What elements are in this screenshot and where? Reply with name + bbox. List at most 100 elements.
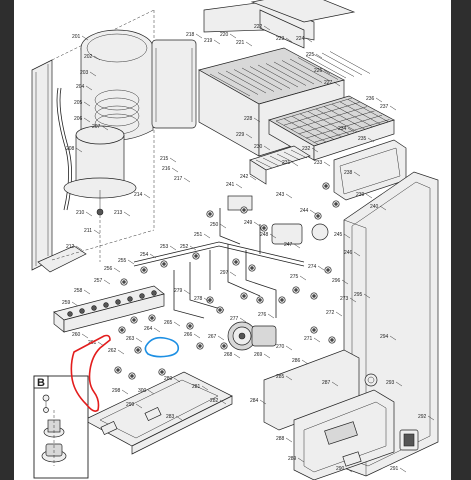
part-label: 237 xyxy=(380,104,389,110)
part-label: 216 xyxy=(162,166,171,172)
part-label: 245 xyxy=(334,232,343,238)
part-label: 205 xyxy=(74,100,83,106)
part-label: 271 xyxy=(304,336,313,342)
part-label: 204 xyxy=(76,84,85,90)
pipework xyxy=(133,195,329,319)
part-label: 236 xyxy=(366,96,375,102)
top-cover xyxy=(151,0,356,129)
part-label: 203 xyxy=(80,70,89,76)
blue-highlight-loop xyxy=(144,336,180,358)
part-label: 259 xyxy=(62,300,71,306)
part-label: 254 xyxy=(140,252,149,258)
storage-cylinder xyxy=(63,125,137,262)
part-label: 282 xyxy=(210,398,219,404)
exchanger-fins xyxy=(209,51,371,97)
part-label: 246 xyxy=(344,250,353,256)
part-label: 264 xyxy=(144,326,153,332)
part-label: 234 xyxy=(338,126,347,132)
part-label: 294 xyxy=(380,334,389,340)
part-label: 247 xyxy=(284,242,293,248)
part-label: 208 xyxy=(66,146,75,152)
part-label: 298 xyxy=(112,388,121,394)
part-label: 252 xyxy=(180,244,189,250)
part-label: 223 xyxy=(276,36,285,42)
part-label: 297 xyxy=(220,270,229,276)
part-label: 230 xyxy=(254,144,263,150)
part-label: 212 xyxy=(66,244,75,250)
part-label: 275 xyxy=(290,274,299,280)
burner xyxy=(268,95,395,161)
part-label: 251 xyxy=(194,232,203,238)
part-label: 225 xyxy=(306,52,315,58)
part-label: 268 xyxy=(224,352,233,358)
part-label: 249 xyxy=(244,220,253,226)
part-label: 266 xyxy=(184,332,193,338)
part-label: 293 xyxy=(386,380,395,386)
part-label: 210 xyxy=(76,210,85,216)
part-label: 290 xyxy=(336,466,345,472)
part-label: 228 xyxy=(244,116,253,122)
part-label: 232 xyxy=(302,146,311,152)
part-label: 279 xyxy=(174,288,183,294)
part-label: 238 xyxy=(344,170,353,176)
part-number-labels: 2012022032042052062072082102112122132142… xyxy=(62,24,427,472)
combustion-chamber-panel xyxy=(333,139,407,201)
circulation-pump xyxy=(227,321,277,351)
leader-lines xyxy=(71,25,435,473)
part-label: 256 xyxy=(104,266,113,272)
part-label: 243 xyxy=(276,192,285,198)
part-label: 278 xyxy=(194,296,203,302)
part-label: 255 xyxy=(118,258,127,264)
part-label: 221 xyxy=(236,40,245,46)
expansion-vessel xyxy=(56,29,154,211)
part-label: 233 xyxy=(314,160,323,166)
part-label: 250 xyxy=(210,222,219,228)
part-label: 213 xyxy=(114,210,123,216)
part-label: 262 xyxy=(108,348,117,354)
part-label: 265 xyxy=(164,320,173,326)
part-label: 286 xyxy=(292,358,301,364)
part-label: 299 xyxy=(126,402,135,408)
part-label: 207 xyxy=(92,124,101,130)
part-label: 280 xyxy=(164,376,173,382)
part-label: 222 xyxy=(254,24,263,30)
bottom-plate xyxy=(83,371,233,455)
part-label: 201 xyxy=(72,34,81,40)
part-label: 291 xyxy=(390,466,399,472)
part-label: 241 xyxy=(226,182,235,188)
valves xyxy=(114,182,340,380)
part-label: 229 xyxy=(236,132,245,138)
part-label: 287 xyxy=(322,380,331,386)
part-label: 248 xyxy=(260,232,269,238)
part-label: 296 xyxy=(332,278,341,284)
fan-assembly xyxy=(249,145,311,185)
part-label: 270 xyxy=(276,344,285,350)
part-label: 219 xyxy=(204,38,213,44)
part-label: 276 xyxy=(258,312,267,318)
part-label: 231 xyxy=(282,160,291,166)
part-label: 227 xyxy=(324,80,333,86)
part-label: 217 xyxy=(174,176,183,182)
part-label: 239 xyxy=(356,192,365,198)
part-label: 269 xyxy=(254,352,263,358)
part-label: 260 xyxy=(72,332,81,338)
part-label: 215 xyxy=(160,156,169,162)
part-label: 226 xyxy=(314,68,323,74)
inset-box-b: B xyxy=(33,375,89,479)
part-label: 206 xyxy=(74,116,83,122)
part-label: 258 xyxy=(74,288,83,294)
part-label: 277 xyxy=(230,316,239,322)
part-label: 295 xyxy=(354,292,363,298)
part-label: 273 xyxy=(340,296,349,302)
part-label: 289 xyxy=(288,456,297,462)
right-border xyxy=(451,0,471,480)
part-label: 263 xyxy=(126,336,135,342)
part-label: 288 xyxy=(276,436,285,442)
part-label: 284 xyxy=(250,398,259,404)
red-highlight-loop xyxy=(70,334,111,412)
part-label: 224 xyxy=(296,36,305,42)
hydraulic-manifold xyxy=(53,285,165,333)
part-label: 218 xyxy=(186,32,195,38)
